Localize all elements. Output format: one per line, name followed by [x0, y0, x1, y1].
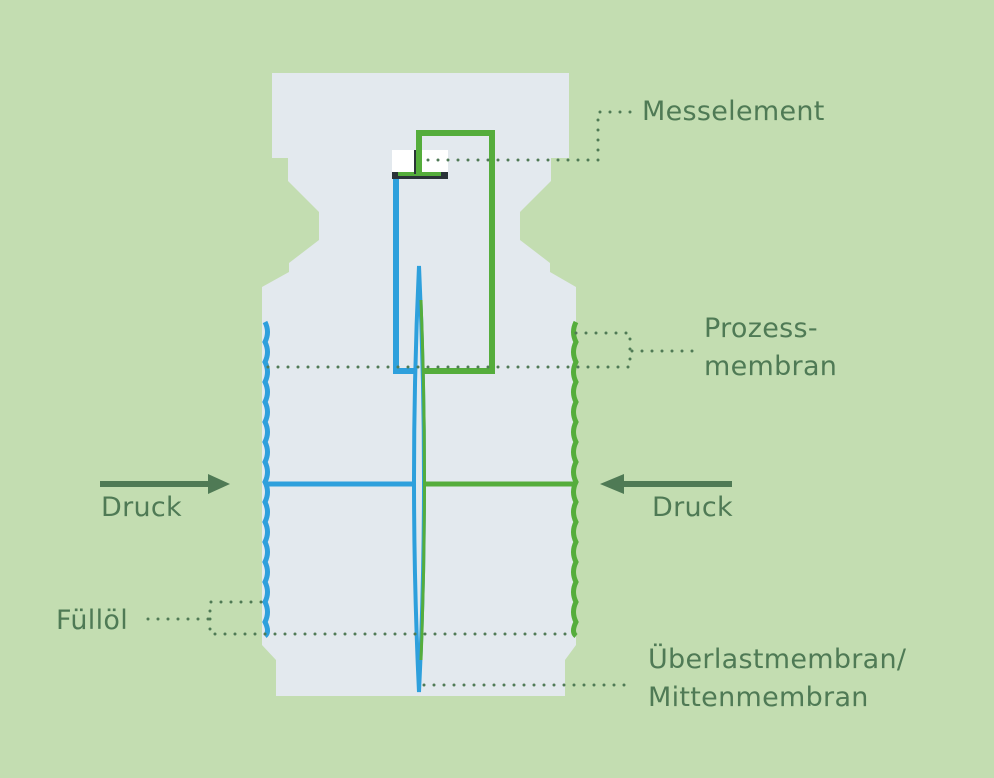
label-messelement: Messelement	[642, 96, 825, 127]
leader-prozessmembran-right	[574, 331, 632, 353]
blue-capillary	[393, 175, 414, 374]
left-pressure-arrow	[100, 474, 230, 494]
label-druck-left: Druck	[101, 492, 182, 523]
label-prozessmembran-line2: membran	[704, 351, 838, 382]
center-membrane-green-half	[419, 299, 426, 661]
green-capillary	[416, 130, 495, 374]
right-pressure-arrow	[600, 474, 732, 494]
label-druck-right: Druck	[652, 492, 733, 523]
label-ueberlastmembran-line2: Mittenmembran	[648, 682, 869, 713]
measuring-element-stem-edge	[414, 150, 416, 174]
label-prozessmembran-line1: Prozess-	[704, 313, 818, 344]
measuring-element-stem	[416, 150, 422, 174]
label-fuelloel: Füllöl	[56, 605, 128, 636]
leader-fuelloel	[146, 600, 574, 636]
left-process-membrane	[262, 320, 270, 638]
leader-prozessmembran-left	[266, 349, 698, 369]
label-ueberlastmembran-line1: Überlastmembran/	[648, 644, 907, 675]
right-process-membrane	[571, 320, 579, 638]
